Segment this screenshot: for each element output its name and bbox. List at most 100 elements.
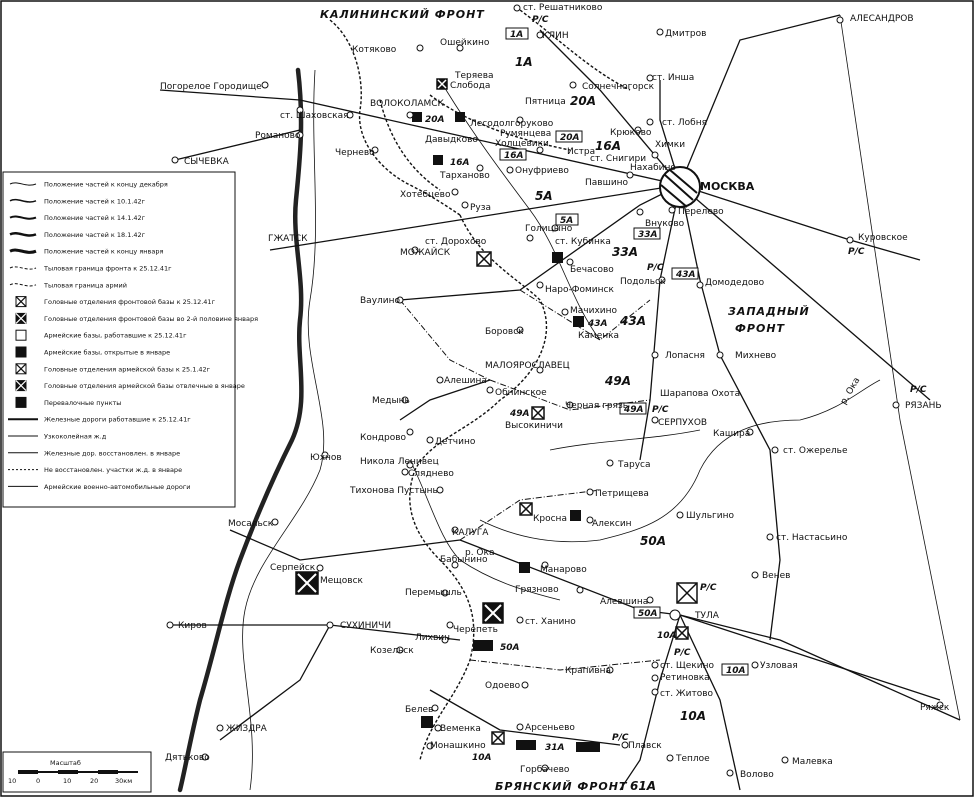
town-perelevo: Перелево bbox=[678, 207, 724, 217]
town-oshejkino: Ошейкино bbox=[440, 38, 490, 48]
town-zhizdra: ЖИЗДРА bbox=[226, 724, 268, 734]
town-tarusa: Таруса bbox=[617, 460, 651, 470]
town-mosalsk: Мосальск bbox=[228, 519, 274, 529]
legend-symbol bbox=[15, 346, 27, 358]
town-pogoreloe: Погорелое Городище bbox=[160, 82, 262, 92]
legend-item-label: Головные отделения армейской базы к 25.1… bbox=[44, 365, 211, 373]
legend-item-label: Положение частей к концу января bbox=[44, 248, 163, 256]
town-detchino: Детчино bbox=[435, 437, 476, 447]
legend-symbol bbox=[9, 232, 37, 237]
town-kashira: Кашира bbox=[713, 429, 750, 439]
army-1a: 1А bbox=[515, 55, 533, 69]
box-10a-text: 10А bbox=[726, 666, 746, 676]
town-venevka: Веменка bbox=[440, 724, 481, 734]
kalinin-front-label: КАЛИНИНСКИЙ ФРОНТ bbox=[320, 8, 485, 21]
town-davydkovo: Давыдково bbox=[425, 135, 478, 145]
base-43a-label: 43А bbox=[587, 319, 608, 329]
army-16a: 16А bbox=[595, 139, 621, 153]
army-20a: 20А bbox=[570, 94, 596, 108]
town-sukhinichi: СУХИНИЧИ bbox=[340, 621, 391, 631]
legend-item-label: Железные дороги работавшие к 25.12.41г bbox=[44, 416, 191, 424]
rc-1: Р/С bbox=[532, 15, 549, 25]
crossed-tula-2 bbox=[675, 626, 689, 640]
town-mikhnevo: Михнево bbox=[735, 351, 777, 361]
legend-item-label: Железные дор. восстановлен. в январе bbox=[44, 449, 180, 457]
scale-tick-3: 20 bbox=[90, 777, 98, 785]
army-5a: 5А bbox=[535, 189, 553, 203]
railways bbox=[159, 14, 961, 791]
river-label-oka: р. Ока bbox=[465, 548, 494, 558]
river-label-oka-2: р. Ока bbox=[839, 376, 862, 407]
town-yukhnov: Юхнов bbox=[310, 453, 342, 463]
legend-symbol bbox=[9, 215, 37, 220]
town-likhvin: Лихвин bbox=[415, 633, 450, 643]
town-vysokinichi: Высокиничи bbox=[505, 421, 563, 431]
town-tikhonova: Тихонова Пустынь bbox=[349, 486, 438, 496]
box-20a-text: 20А bbox=[560, 133, 580, 143]
base-49a-label: 49А bbox=[509, 409, 530, 419]
town-petrishcheva: Петрищева bbox=[595, 489, 649, 499]
town-serpeisk: Серпейск bbox=[270, 563, 316, 573]
crossed-base-markers bbox=[295, 78, 698, 745]
rc-7: Р/С bbox=[674, 648, 691, 658]
box-5a bbox=[555, 213, 579, 226]
town-lobnya: ст. Лобня bbox=[662, 118, 707, 128]
scale-tick-0: 10 bbox=[8, 777, 16, 785]
town-teryaeva: Теряева bbox=[454, 71, 494, 81]
town-teploe: Теплое bbox=[675, 754, 710, 764]
box-49a-text: 49А bbox=[623, 405, 644, 415]
legend-item-label: Тыловая граница армий bbox=[43, 281, 127, 289]
town-pyatnitsa: Пятница bbox=[525, 97, 566, 107]
scale-title: Масштаб bbox=[50, 759, 81, 767]
box-20a bbox=[555, 130, 583, 143]
town-shchekino: ст. Щекино bbox=[660, 661, 714, 671]
town-borovsk: Боровск bbox=[485, 327, 524, 337]
town-zhitovo: ст. Житово bbox=[660, 689, 714, 699]
box-50a bbox=[633, 606, 661, 619]
town-insha: ст. Инша bbox=[652, 73, 694, 83]
town-aleshina: Алешина bbox=[444, 376, 487, 386]
town-retinovka: Ретиновка bbox=[660, 673, 710, 683]
box-16a-text: 16А bbox=[504, 151, 524, 161]
city-markers bbox=[166, 4, 944, 777]
town-reshetnikovo: ст. Решатниково bbox=[523, 3, 603, 13]
box-1a-text: 1А bbox=[510, 30, 523, 40]
rc-2: Р/С bbox=[647, 263, 664, 273]
legend-item-label: Положение частей к 14.1.42г bbox=[44, 214, 146, 222]
rc-5: Р/С bbox=[652, 405, 669, 415]
town-naro-fominsk: Наро-Фоминск bbox=[545, 285, 614, 295]
town-aleksin: Алексин bbox=[592, 519, 632, 529]
crossed-cherepet bbox=[482, 602, 504, 624]
legend-item-label: Головные отделения фронтовой базы во 2-й… bbox=[44, 315, 258, 323]
moscow-marker bbox=[659, 166, 701, 208]
town-cherepet: Черепеть bbox=[453, 625, 498, 635]
box-33a-text: 33А bbox=[638, 230, 658, 240]
scale-tick-2: 10 bbox=[63, 777, 71, 785]
legend-box bbox=[2, 171, 236, 508]
box-5a-text: 5А bbox=[560, 216, 573, 226]
roads bbox=[399, 289, 661, 671]
legend-symbol bbox=[9, 182, 37, 186]
moscow-label: МОСКВА bbox=[700, 180, 755, 193]
town-serpukhov: СЕРПУХОВ bbox=[658, 418, 707, 428]
legend-symbol bbox=[15, 329, 27, 341]
town-slyadnevo: Сляднево bbox=[408, 469, 454, 479]
crossed-monashkino bbox=[491, 731, 505, 745]
town-meshchovsk: Мещовск bbox=[320, 576, 364, 586]
legend-item-label: Узкоколейная ж.д bbox=[44, 433, 107, 441]
town-sychevka: СЫЧЕВКА bbox=[184, 157, 230, 167]
town-kaluga: КАЛУГА bbox=[452, 528, 489, 538]
army-10a: 10А bbox=[680, 709, 706, 723]
legend-item-label: Армейские базы, работавшие к 25.12.41г bbox=[44, 332, 187, 340]
town-kholshcheviki: Холщевики bbox=[495, 139, 549, 149]
army-labels: 1А 20А 16А 5А 33А 43А 49А 50А 10А 61А bbox=[515, 55, 706, 793]
town-kubinka: ст. Кубинка bbox=[555, 237, 611, 247]
town-kondrovo: Кондрово bbox=[360, 433, 407, 443]
rc-4: Р/С bbox=[910, 385, 927, 395]
legend-item-label: Не восстановлен. участки ж.д. в январе bbox=[44, 466, 182, 474]
box-33a bbox=[633, 227, 661, 240]
legend-item-label: Положение частей к 18.1.42г bbox=[44, 231, 146, 239]
town-odoevo: Одоево bbox=[485, 681, 521, 691]
